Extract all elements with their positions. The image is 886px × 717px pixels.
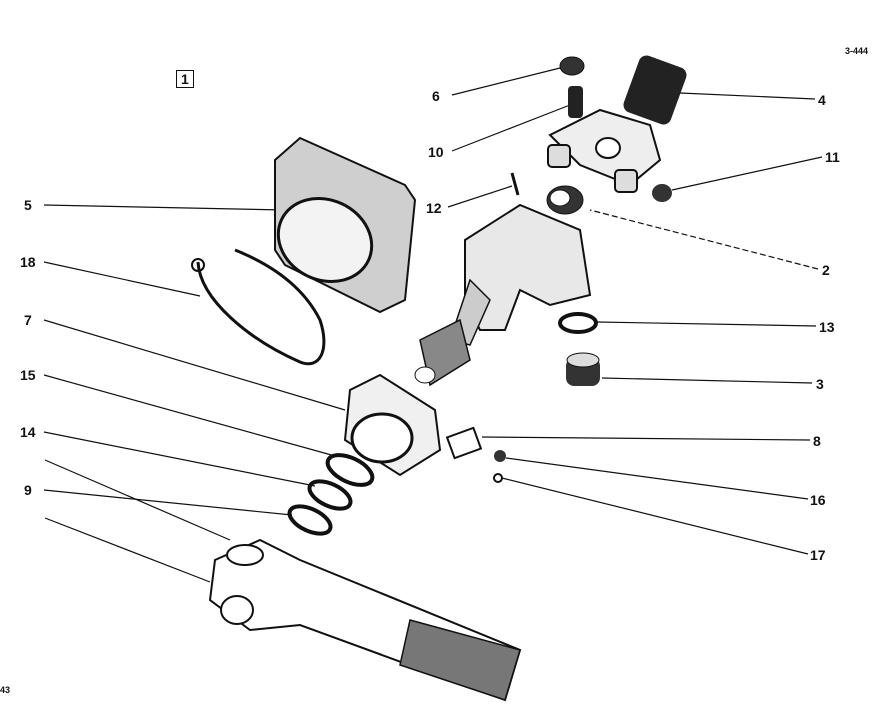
drawing-code: 3-444 — [845, 46, 869, 56]
label-part-5: 5 — [24, 197, 32, 213]
pump-element-part-4 — [547, 55, 687, 193]
label-part-8: 8 — [813, 433, 821, 449]
label-part-14: 14 — [20, 424, 36, 440]
cap-part-3 — [566, 352, 600, 386]
label-part-12: 12 — [426, 200, 442, 216]
o-ring-part-9 — [287, 504, 333, 536]
label-part-16: 16 — [810, 492, 826, 508]
label-part-10: 10 — [428, 144, 444, 160]
valve-part-2 — [546, 185, 584, 215]
label-part-13: 13 — [819, 319, 835, 335]
seal-ring-part-15 — [325, 453, 375, 487]
gasket-part-8 — [445, 426, 483, 460]
label-part-2: 2 — [822, 262, 830, 278]
nut-part-16 — [494, 450, 506, 462]
washer-part-17 — [493, 473, 503, 483]
label-part-4: 4 — [818, 92, 826, 108]
cover-block-part-5 — [274, 136, 417, 314]
nut-part-6 — [559, 56, 585, 76]
label-part-15: 15 — [20, 367, 36, 383]
flange-part-7 — [343, 373, 442, 477]
label-part-9: 9 — [24, 482, 32, 498]
pump-housing — [414, 203, 592, 387]
seal-ring-part-14 — [307, 479, 353, 511]
leader-lines — [43, 67, 823, 583]
label-part-11: 11 — [825, 149, 840, 165]
figure-number: 1 — [176, 70, 194, 88]
clamp-band-part-18 — [196, 248, 326, 366]
page-mark: 43 — [0, 685, 11, 695]
sleeve-part-10 — [568, 86, 583, 118]
label-part-6: 6 — [432, 88, 440, 104]
pin-part-12 — [510, 172, 520, 196]
ring-part-13 — [558, 312, 598, 334]
label-part-18: 18 — [20, 254, 36, 270]
axle-tube — [208, 538, 522, 702]
nut-part-11 — [652, 184, 672, 202]
label-part-17: 17 — [810, 547, 826, 563]
label-part-3: 3 — [816, 376, 824, 392]
label-part-7: 7 — [24, 312, 32, 328]
